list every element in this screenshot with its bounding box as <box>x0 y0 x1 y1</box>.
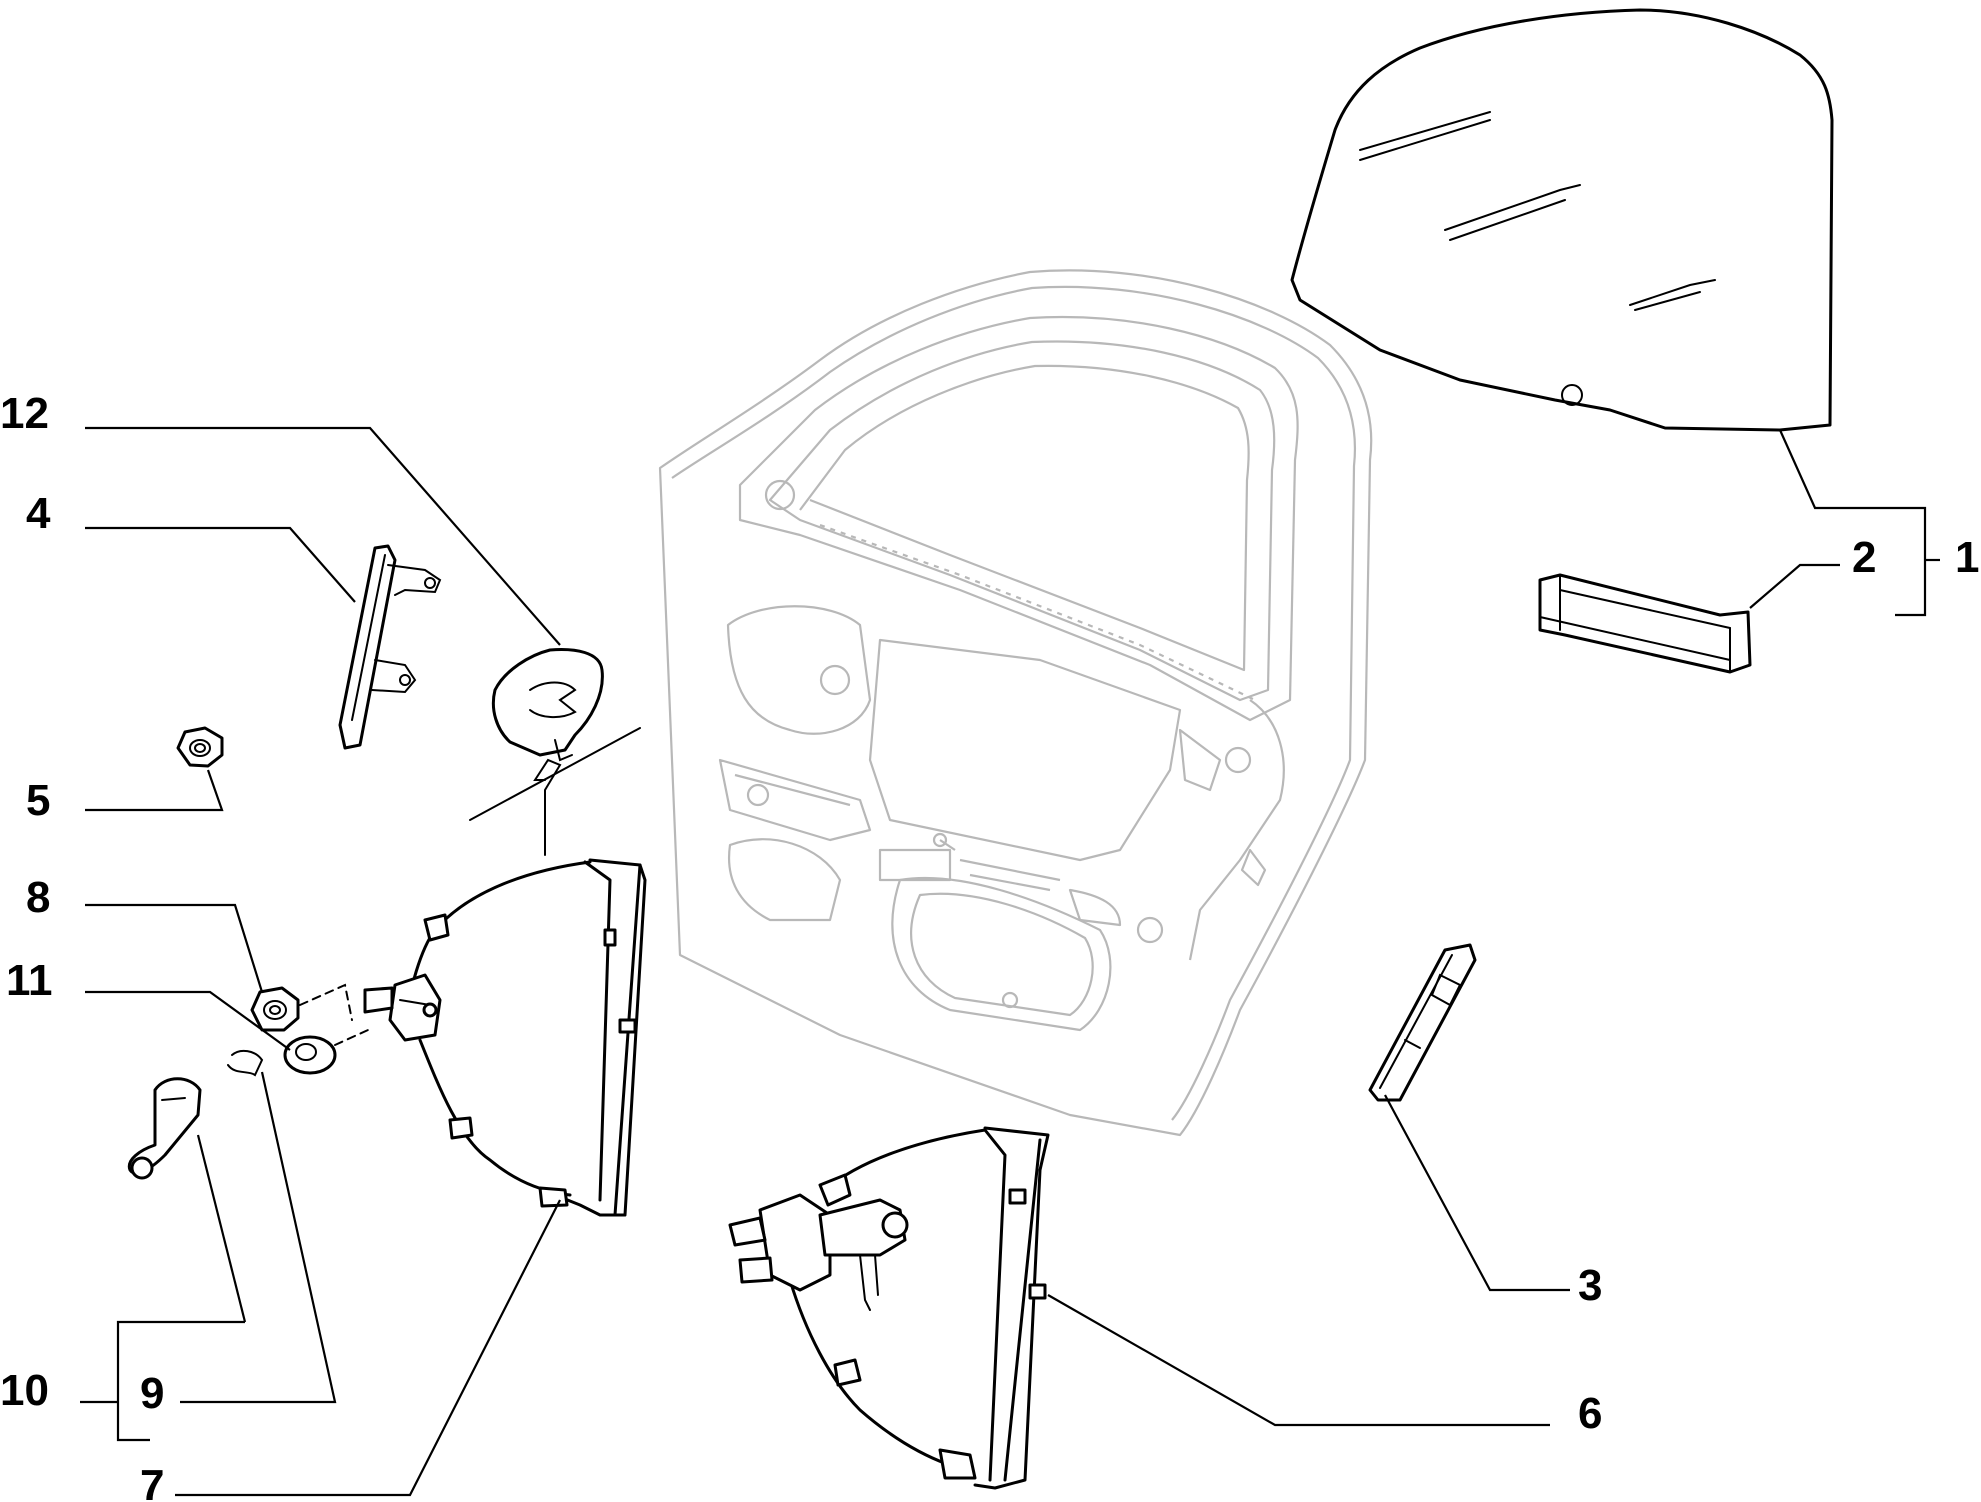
callout-5: 5 <box>26 776 50 825</box>
callout-4: 4 <box>26 489 51 538</box>
callout-11: 11 <box>6 956 53 1005</box>
assembly-arrow <box>469 727 641 856</box>
leader-lines <box>80 426 1940 1497</box>
callout-12: 12 <box>0 389 49 438</box>
callout-7: 7 <box>140 1461 164 1502</box>
part-6-electric-window-regulator <box>728 1126 1050 1490</box>
callout-9: 9 <box>140 1369 164 1418</box>
callout-numbers: 12 4 5 8 11 10 9 7 1 2 3 6 <box>0 389 1979 1502</box>
part-2-glass-channel <box>1538 573 1752 674</box>
part-4-guide-bracket <box>338 544 442 750</box>
callout-2: 2 <box>1852 533 1876 582</box>
part-10-window-crank <box>127 1077 202 1180</box>
part-7-manual-window-regulator <box>363 858 647 1217</box>
part-12-insulator <box>491 648 604 762</box>
part-8-nut <box>250 983 353 1032</box>
part-5-nut <box>176 726 224 768</box>
part-9-spring-clip <box>227 1049 264 1077</box>
callout-8: 8 <box>26 873 50 922</box>
part-3-guide-channel <box>1368 943 1477 1102</box>
callout-6: 6 <box>1578 1389 1602 1438</box>
part-11-escutcheon <box>283 1029 369 1075</box>
callout-10: 10 <box>0 1366 49 1415</box>
door-window-glass <box>1290 8 1834 432</box>
door-inner-panel <box>658 269 1373 1137</box>
callout-3: 3 <box>1578 1261 1602 1310</box>
callout-1: 1 <box>1955 533 1979 582</box>
